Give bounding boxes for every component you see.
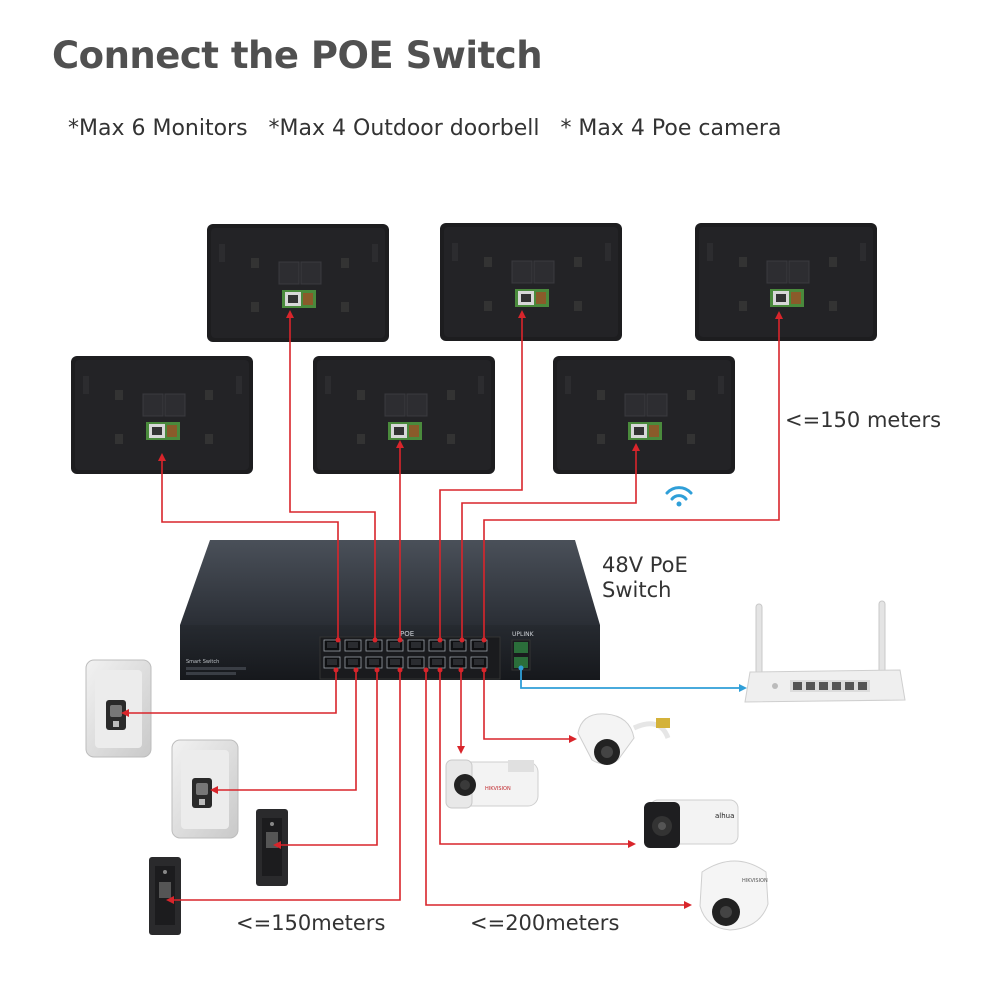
monitor-1 <box>206 223 390 343</box>
monitor-3 <box>694 222 878 342</box>
switch-label-line1: 48V PoE <box>602 553 688 577</box>
poe-switch: POE UPLINK Smart Switch <box>180 540 600 680</box>
doorbell-plate-2 <box>171 739 239 839</box>
router <box>744 600 906 703</box>
wifi-icon <box>665 486 693 507</box>
turret-camera: HIKVISION <box>699 860 769 931</box>
uplink-ports <box>511 639 531 671</box>
bullet-camera-1-brand: HIKVISION <box>485 786 511 792</box>
switch-label: 48V PoE Switch <box>602 553 688 603</box>
switch-model-text: Smart Switch <box>186 659 219 665</box>
doorbell-slim-1 <box>256 809 288 886</box>
doorbell-wires <box>121 670 401 904</box>
doorbell-plate-1 <box>85 659 152 758</box>
port-contacts <box>333 637 487 673</box>
camera-distance-label: <=200meters <box>470 911 620 935</box>
monitor-6 <box>552 355 736 475</box>
uplink-wire <box>520 668 747 692</box>
page-title: Connect the POE Switch <box>52 34 543 77</box>
doorbell-distance-label: <=150meters <box>236 911 386 935</box>
monitor-2 <box>439 222 623 342</box>
switch-label-line2: Switch <box>602 578 672 603</box>
camera-wires <box>425 670 692 909</box>
dome-camera <box>577 713 671 765</box>
switch-poe-text: POE <box>400 630 414 638</box>
turret-camera-brand: HIKVISION <box>742 878 768 884</box>
bullet-camera-1: HIKVISION <box>445 759 539 809</box>
subtitle-limits: *Max 6 Monitors *Max 4 Outdoor doorbell … <box>68 116 782 141</box>
monitor-wires <box>158 310 783 640</box>
monitor-distance-label: <=150 meters <box>785 408 942 432</box>
doorbell-slim-2 <box>149 857 181 935</box>
bullet-camera-2: alhua <box>644 799 739 848</box>
switch-uplink-text: UPLINK <box>512 631 535 638</box>
bullet-camera-2-brand: alhua <box>715 812 734 820</box>
monitor-5 <box>312 355 496 475</box>
